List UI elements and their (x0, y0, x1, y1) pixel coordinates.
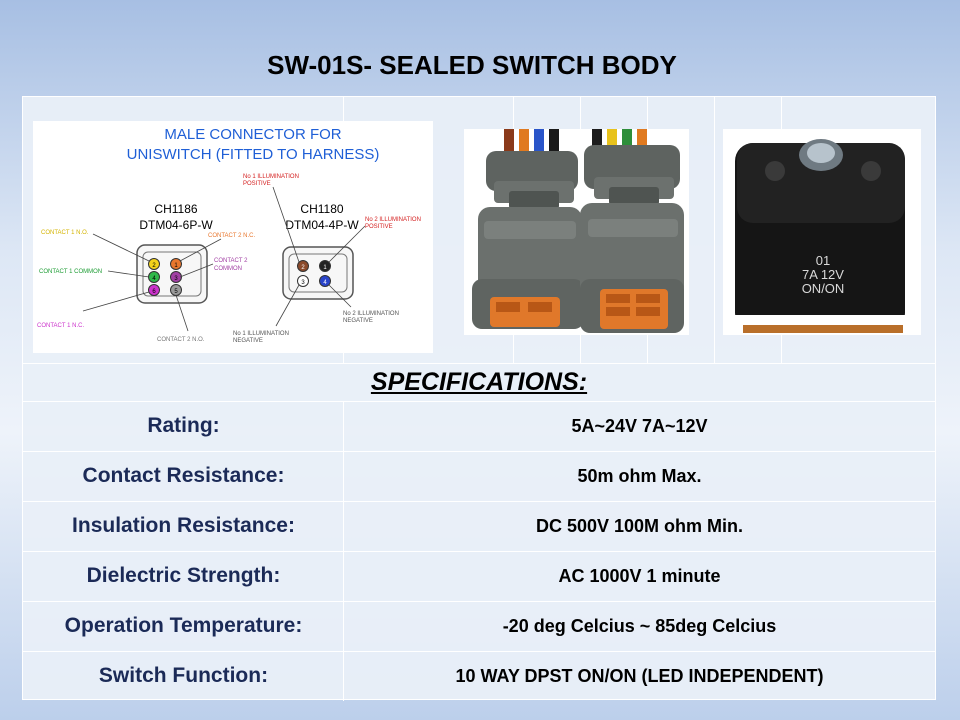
spec-label: Operation Temperature: (64, 614, 303, 637)
right-part-number: CH1180 (300, 202, 343, 216)
spec-label: Dielectric Strength: (86, 564, 281, 587)
label-illum1-positive-line1: No 1 ILLUMINATION (243, 174, 299, 180)
switch-label-line3: ON/ON (802, 281, 845, 296)
pin-number: 4 (152, 276, 156, 282)
leader-lines (82, 186, 366, 332)
left-part-number: CH1186 (154, 202, 197, 216)
pin-number: 1 (323, 265, 327, 271)
spec-value: DC 500V 100M ohm Min. (535, 516, 744, 536)
switch-label-line2: 7A 12V (802, 267, 844, 282)
right-model-number: DTM04-4P-W (285, 218, 359, 232)
column-divider (714, 97, 715, 363)
label-illum2-positive-line1: No 2 ILLUMINATION (365, 217, 421, 223)
label-contact1-nc: CONTACT 1 N.C. (37, 323, 84, 329)
label-illum1-positive-line2: POSITIVE (243, 181, 271, 187)
six-pin-connector: 2 1 4 3 6 5 (136, 244, 208, 304)
pin-orange (170, 258, 182, 270)
row-divider (23, 651, 935, 652)
pin-number: 2 (301, 265, 305, 271)
left-model-number: DTM04-6P-W (139, 218, 213, 232)
four-pin-connector: 2 1 3 4 (282, 246, 354, 300)
label-contact1-common: CONTACT 1 COMMON (39, 269, 102, 275)
pin-number: 2 (152, 263, 156, 269)
pin-black (319, 260, 331, 272)
row-divider (23, 363, 935, 364)
spec-label: Contact Resistance: (82, 464, 285, 487)
row-divider (23, 501, 935, 502)
four-pin-plug (472, 151, 584, 329)
pin-number: 5 (174, 289, 178, 295)
connector-diagram: MALE CONNECTOR FOR UNISWITCH (FITTED TO … (33, 121, 433, 353)
label-contact2-nc: CONTACT 2 N.C. (208, 233, 255, 239)
diagram-heading-line2: UNISWITCH (FITTED TO HARNESS) (127, 146, 380, 163)
row-divider (23, 401, 935, 402)
spec-value: 10 WAY DPST ON/ON (LED INDEPENDENT) (455, 666, 824, 686)
connector-photo-svg (472, 129, 684, 333)
spec-label: Rating: (147, 414, 220, 437)
row-divider (23, 451, 935, 452)
label-illum2-negative-line1: No 2 ILLUMINATION (343, 311, 399, 317)
pin-number: 6 (152, 289, 156, 295)
spec-row-dielectric-strength: Dielectric Strength: AC 1000V 1 minute (23, 551, 935, 601)
label-illum2-positive-line2: POSITIVE (365, 224, 393, 230)
label-contact2-common-line1: CONTACT 2 (214, 258, 248, 264)
pin-number: 3 (301, 280, 305, 286)
row-divider (23, 551, 935, 552)
label-contact2-common-line2: COMMON (214, 266, 242, 272)
spec-row-rating: Rating: 5A~24V 7A~12V (23, 401, 935, 451)
switch-body-photo-svg: 01 7A 12V ON/ON (723, 139, 921, 335)
diagram-heading-line1: MALE CONNECTOR FOR (164, 126, 341, 143)
pin-magenta (148, 284, 160, 296)
pin-purple (170, 271, 182, 283)
spec-row-operation-temperature: Operation Temperature: -20 deg Celcius ~… (23, 601, 935, 651)
row-divider (23, 601, 935, 602)
spec-value: 50m ohm Max. (577, 466, 702, 486)
pin-number: 4 (323, 280, 327, 286)
spec-row-insulation-resistance: Insulation Resistance: DC 500V 100M ohm … (23, 501, 935, 551)
connector-photo (464, 129, 689, 335)
pin-yellow (148, 258, 160, 270)
label-contact2-no: CONTACT 2 N.O. (157, 337, 205, 343)
spec-value: 5A~24V 7A~12V (571, 416, 708, 436)
pin-brown (297, 260, 309, 272)
switch-label-line1: 01 (816, 253, 830, 268)
label-contact1-no: CONTACT 1 N.O. (41, 230, 89, 236)
spec-label: Insulation Resistance: (72, 514, 295, 537)
pin-number: 1 (174, 263, 178, 269)
label-illum1-negative-line2: NEGATIVE (233, 338, 263, 344)
page-title: SW-01S- SEALED SWITCH BODY (267, 50, 677, 80)
pin-white (297, 275, 309, 287)
spec-label: Switch Function: (98, 664, 269, 687)
specifications-heading: SPECIFICATIONS: (370, 368, 588, 396)
pin-number: 3 (174, 276, 178, 282)
spec-value: AC 1000V 1 minute (558, 566, 721, 586)
label-illum1-negative-line1: No 1 ILLUMINATION (233, 331, 289, 337)
label-illum2-negative-line2: NEGATIVE (343, 318, 373, 324)
pin-blue (319, 275, 331, 287)
connector-diagram-svg: MALE CONNECTOR FOR UNISWITCH (FITTED TO … (37, 126, 421, 344)
spec-value: -20 deg Celcius ~ 85deg Celcius (502, 616, 777, 636)
spec-table: MALE CONNECTOR FOR UNISWITCH (FITTED TO … (22, 96, 936, 701)
switch-body-photo: 01 7A 12V ON/ON (723, 129, 921, 335)
spec-row-switch-function: Switch Function: 10 WAY DPST ON/ON (LED … (23, 651, 935, 701)
six-pin-plug (580, 145, 684, 333)
spec-row-contact-resistance: Contact Resistance: 50m ohm Max. (23, 451, 935, 501)
